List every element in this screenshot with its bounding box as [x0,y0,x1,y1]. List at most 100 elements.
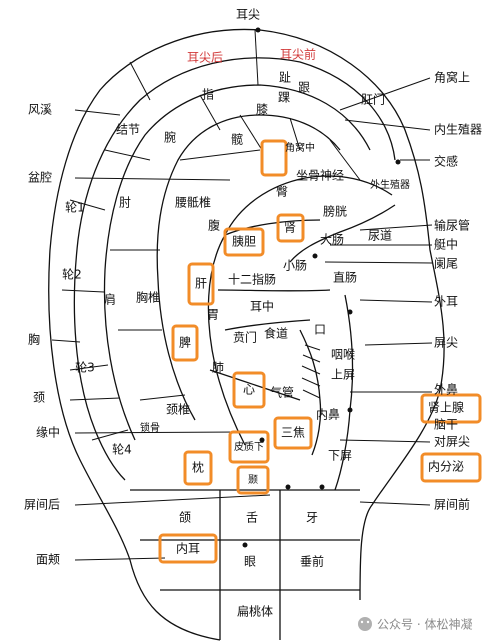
highlight-subcortex [228,430,270,464]
highlight-boxes [158,139,482,564]
zone-finger: 指 [202,87,214,102]
watermark: 公众号 · 体松神凝 [358,617,472,632]
zone-trachea: 气管 [270,385,294,400]
zone-liver: 肝 [195,277,207,291]
label-neck: 颈 [33,391,45,405]
watermark-text: 公众号 · 体松神凝 [377,617,472,632]
zone-tonsil: 扁桃体 [237,604,273,619]
highlight-heart [232,371,266,409]
zone-ankle: 踝 [278,91,290,105]
zone-ear-center: 耳中 [250,299,274,314]
zone-toe: 趾 [279,71,291,85]
label-adrenal: 肾上腺 [428,401,464,415]
zone-wrist: 腕 [164,130,176,145]
zone-nodule: 结节 [116,123,140,137]
zone-labels: 耳尖 耳尖后 耳尖前 趾 跟 踝 指 膝 结节 腕 髋 角窝中 肛门 坐骨神经 … [62,8,410,619]
label-sympathetic: 交感 [434,154,458,169]
highlight-pancreas-gall [223,227,265,257]
highlight-adrenal [420,393,482,424]
highlight-inner-ear [158,533,218,564]
highlight-pillow [183,450,213,486]
label-pre-intertragic: 屏间前 [434,497,470,512]
zone-helix1: 轮1 [65,201,85,215]
zone-shoulder: 肩 [104,292,116,307]
zone-pillow: 枕 [192,460,204,475]
zone-ear-apex-rear: 耳尖后 [187,51,223,65]
zone-external-genital: 外生殖器 [370,178,410,191]
highlight-endocrine [420,452,482,483]
label-fossa-upper: 角窝上 [434,70,470,85]
zone-spleen: 脾 [179,335,191,350]
highlight-liver [187,262,215,306]
zone-urethra: 尿道 [368,229,392,243]
zone-fossa-middle: 角窝中 [285,141,315,154]
zone-kidney: 肾 [284,221,296,235]
zone-heart: 心 [243,383,255,397]
zone-sciatic: 坐骨神经 [296,169,344,183]
label-antitragus-apex: 对屏尖 [434,435,470,449]
zone-small-intestine: 小肠 [283,259,307,273]
zone-mouth: 口 [314,323,326,337]
zone-inner-ear: 内耳 [176,542,200,556]
zone-jaw: 颌 [179,510,191,525]
zone-knee: 膝 [256,103,268,117]
zone-duodenum: 十二指肠 [228,272,276,287]
zone-elbow: 肘 [119,195,131,210]
zone-clavicle: 锁骨 [140,421,160,434]
zone-stomach: 胃 [207,308,219,322]
zone-helix3: 轮3 [75,361,95,375]
zone-chest-vert: 胸椎 [136,290,160,305]
zone-inner-nose: 内鼻 [316,407,340,422]
zone-throat: 咽喉 [331,348,355,362]
wechat-icon [358,617,372,631]
zone-upper-screen: 上屏 [331,368,355,382]
label-appendix: 阑尾 [434,256,458,271]
label-outer-ear: 外耳 [434,295,458,309]
zone-helix4: 轮4 [112,443,132,457]
zone-ear-apex-front: 耳尖前 [280,47,316,62]
highlight-brainstem [236,465,270,495]
zone-pancreas-gall: 胰胆 [232,235,256,249]
zone-esophagus: 食道 [264,326,288,341]
zone-subcortex: 皮质下 [234,440,264,453]
zone-heel: 跟 [298,81,310,95]
zone-abdomen: 腹 [208,219,220,233]
zone-neck-vert: 颈椎 [166,402,190,417]
zone-anus: 肛门 [361,92,385,107]
highlight-fossa-middle [260,139,288,177]
label-wind-stream: 风溪 [28,103,52,117]
zone-lung: 肺 [212,361,224,375]
zone-sanjiao: 三焦 [281,426,305,440]
label-tragus-apex: 屏尖 [434,336,458,350]
zone-ear-apex-top: 耳尖 [236,8,260,22]
zone-cardia: 贲门 [233,330,257,345]
leader-lines [51,77,433,561]
label-post-intertragic: 屏间后 [24,498,60,512]
zone-bladder: 膀胱 [323,204,347,219]
label-margin-center: 缘中 [36,425,60,440]
label-chest: 胸 [28,332,40,347]
label-pelvis: 盆腔 [28,170,52,185]
zone-lobe-front: 垂前 [300,554,324,569]
zone-large-intestine: 大肠 [320,233,344,247]
zone-rectum: 直肠 [333,271,357,285]
zone-tooth: 牙 [306,511,318,525]
label-face-cheek: 面颊 [36,553,60,567]
zone-forehead: 颞 [248,474,258,486]
label-brain-point: 脑干 [434,418,458,432]
highlight-kidney [276,213,305,243]
label-outer-nose: 外鼻 [434,382,458,397]
zone-eye: 眼 [244,555,256,569]
zone-lumbosacral: 腰骶椎 [175,195,211,210]
label-endocrine: 内分泌 [428,460,464,474]
label-ureter: 输尿管 [434,218,470,233]
label-cymba-center: 艇中 [434,237,458,252]
highlight-spleen [171,324,199,362]
zone-hip: 髋 [231,132,243,147]
external-labels: 角窝上 内生殖器 交感 输尿管 艇中 阑尾 外耳 屏尖 外鼻 肾上腺 脑干 对屏… [24,70,482,567]
zone-buttock: 臀 [276,185,288,199]
zone-tongue: 舌 [246,511,258,525]
zone-lower-screen: 下屏 [328,449,352,463]
highlight-sanjiao [273,416,313,450]
